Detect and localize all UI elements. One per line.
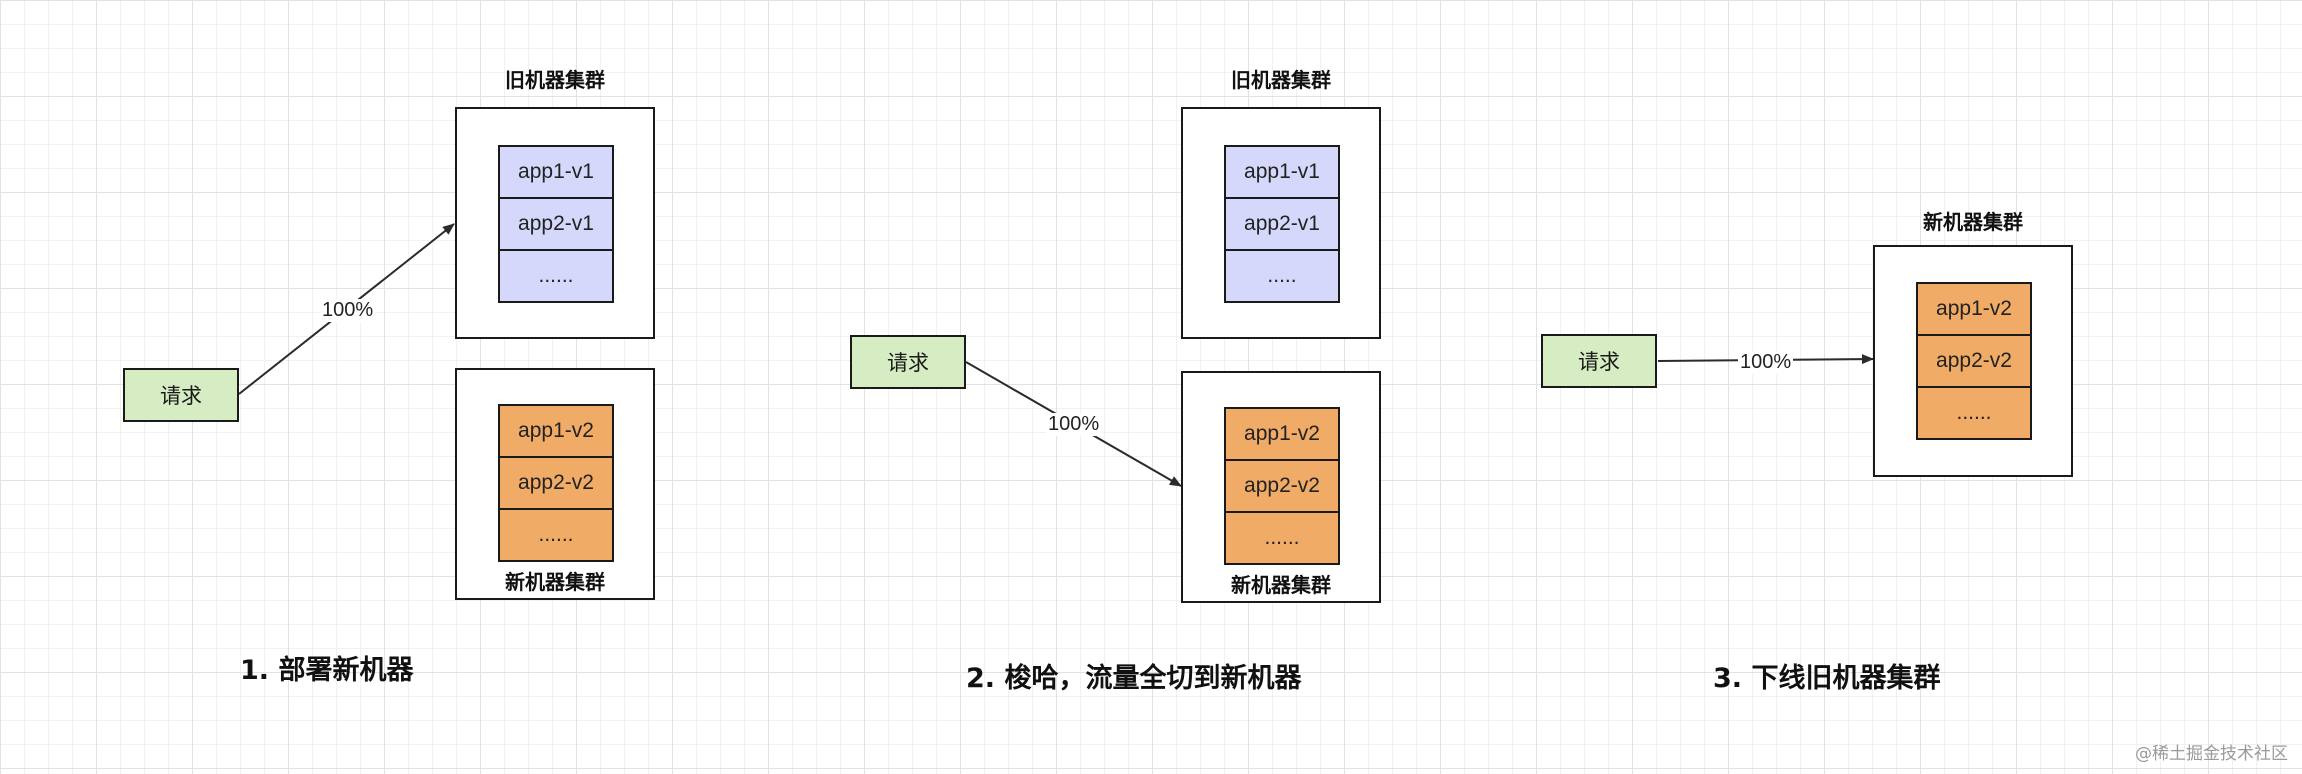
new-cluster: app1-v2 app2-v2 ...... 新机器集群 (1181, 371, 1381, 603)
new-cluster-cell: app1-v2 (498, 404, 614, 458)
old-cluster-cell: ...... (498, 249, 614, 303)
new-cluster-label: 新机器集群 (1923, 210, 2023, 234)
old-cluster: app1-v1 app2-v1 ...... (455, 107, 655, 339)
old-cluster-cell: app2-v1 (1224, 197, 1340, 251)
old-cluster-cell: app1-v1 (498, 145, 614, 199)
old-cluster-cell: ..... (1224, 249, 1340, 303)
watermark: @稀土掘金技术社区 (2135, 744, 2288, 764)
new-cluster: app1-v2 app2-v2 ...... 新机器集群 (455, 368, 655, 600)
traffic-percent: 100% (1046, 413, 1102, 436)
new-cluster-cell: ...... (498, 508, 614, 562)
traffic-percent: 100% (320, 299, 376, 322)
new-cluster-cell: app1-v2 (1224, 407, 1340, 461)
old-cluster-cell: app2-v1 (498, 197, 614, 251)
stage-caption: 3. 下线旧机器集群 (1713, 663, 1941, 694)
stage-caption: 2. 梭哈，流量全切到新机器 (966, 663, 1302, 694)
new-cluster-label: 新机器集群 (505, 570, 605, 594)
traffic-percent: 100% (1738, 351, 1794, 374)
new-cluster-cell: app2-v2 (1224, 459, 1340, 513)
old-cluster-label: 旧机器集群 (1231, 68, 1331, 92)
new-cluster: app1-v2 app2-v2 ...... (1873, 245, 2073, 477)
old-cluster-cell: app1-v1 (1224, 145, 1340, 199)
old-cluster-label: 旧机器集群 (505, 68, 605, 92)
old-cluster: app1-v1 app2-v1 ..... (1181, 107, 1381, 339)
new-cluster-cell: app2-v2 (1916, 334, 2032, 388)
new-cluster-cell: app2-v2 (498, 456, 614, 510)
new-cluster-cell: ...... (1224, 511, 1340, 565)
request-box: 请求 (850, 335, 966, 389)
request-box: 请求 (123, 368, 239, 422)
new-cluster-label: 新机器集群 (1231, 573, 1331, 597)
new-cluster-cell: ...... (1916, 386, 2032, 440)
new-cluster-cell: app1-v2 (1916, 282, 2032, 336)
stage-caption: 1. 部署新机器 (240, 655, 414, 686)
request-box: 请求 (1541, 334, 1657, 388)
